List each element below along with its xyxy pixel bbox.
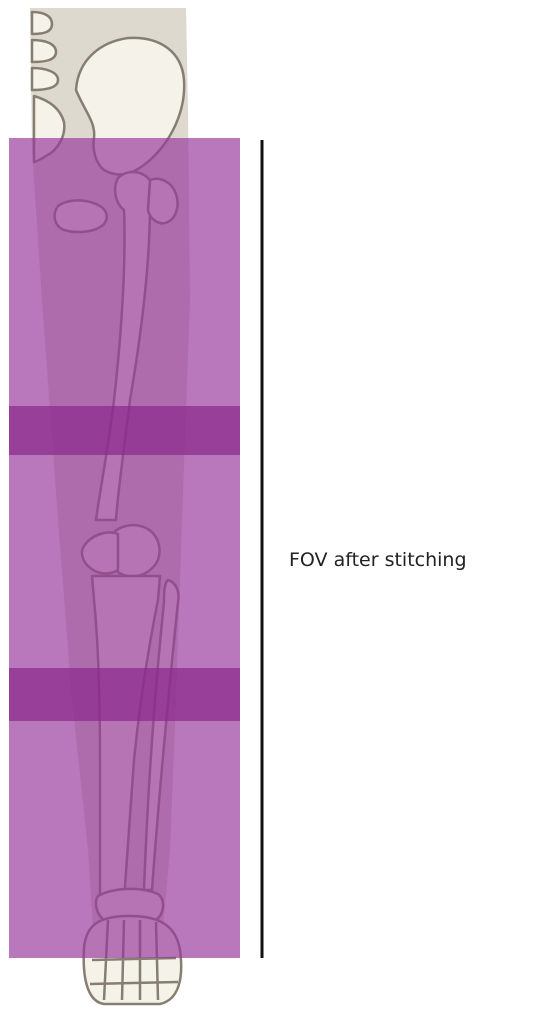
overlap-band-lower xyxy=(9,668,240,721)
overlap-band-upper xyxy=(9,406,240,455)
vertebra xyxy=(32,12,52,34)
fov-label: FOV after stitching xyxy=(289,549,467,571)
stitched-field-of-view xyxy=(9,138,240,958)
